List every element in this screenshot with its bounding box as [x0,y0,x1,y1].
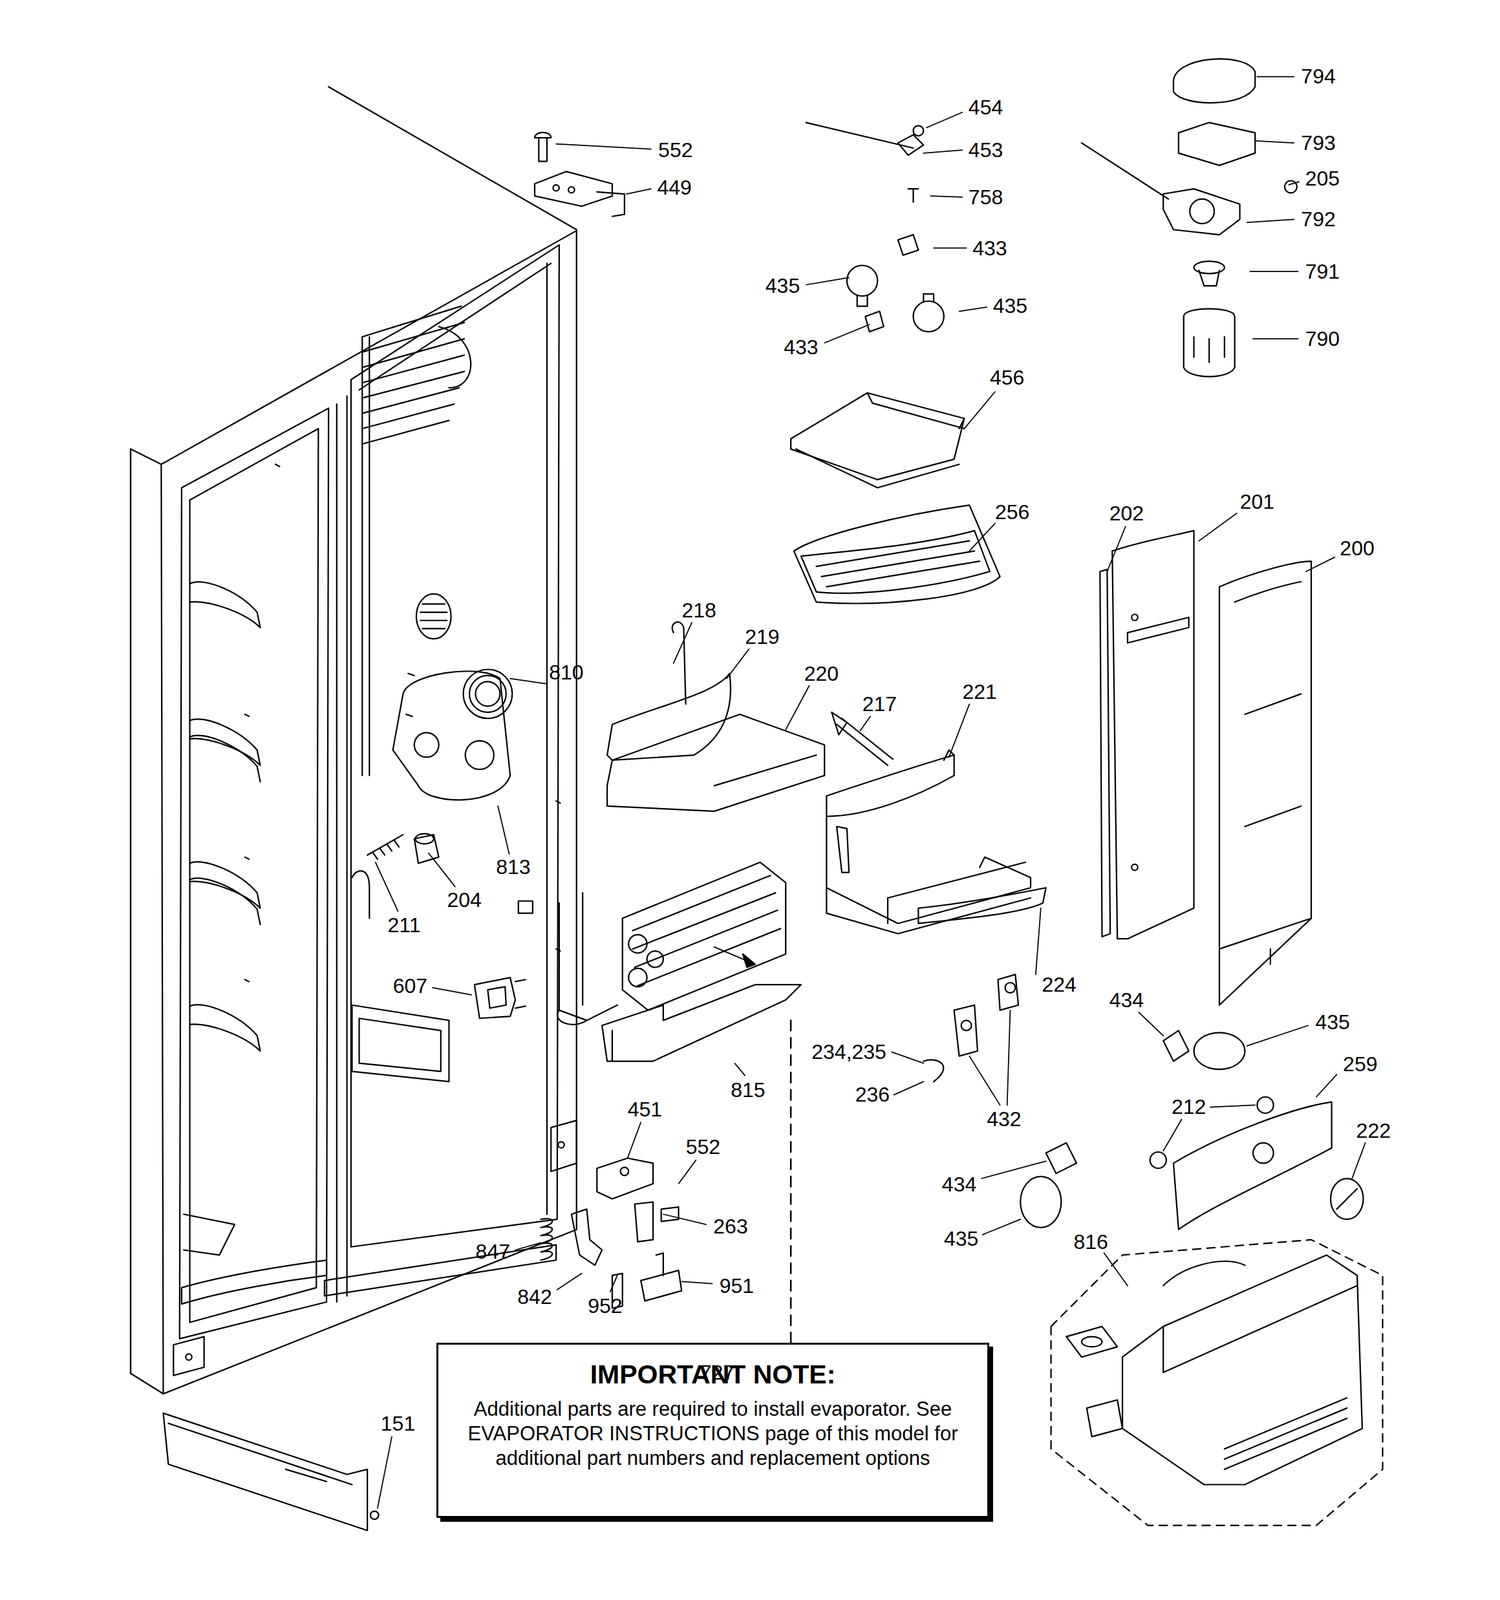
callout-number: 552 [658,139,693,161]
callout-number: 234,235 [811,1041,887,1063]
callout-number: 435 [1315,1011,1350,1033]
door-switch [474,977,526,1019]
fan-assembly [367,669,513,864]
top-hinge [534,132,652,217]
callout-number: 951 [719,1275,754,1297]
cabinet [130,86,577,1394]
light-shield [790,393,1001,604]
callout-number: 204 [446,889,482,911]
callout-number: 259 [1342,1053,1378,1075]
callout-number: 454 [968,96,1003,118]
callout-number: 217 [862,693,897,715]
callout-number: 435 [993,295,1028,317]
callout-number: 607 [393,975,428,997]
callout-number: 435 [765,275,800,297]
callout-number: 793 [1300,132,1336,154]
callout-number: 219 [744,626,780,648]
callout-number: 434 [942,1174,977,1195]
callout-number: 815 [730,1079,765,1101]
callout-number: 816 [1073,1231,1108,1253]
callout-number: 218 [681,600,716,621]
callout-number: 236 [855,1084,890,1105]
callout-number: 263 [713,1216,748,1237]
light-parts [806,122,944,333]
callout-number: 212 [1171,1096,1206,1118]
callout-number: 201 [1240,491,1275,513]
lower-light-parts [923,974,1274,1228]
callout-number: 222 [1356,1120,1391,1142]
callout-number: 433 [972,237,1007,259]
evaporator [557,862,802,1343]
callout-number: 813 [495,856,531,878]
callout-number: 256 [995,501,1030,523]
callout-number: 727 [700,1362,735,1383]
callout-number: 847 [475,1241,511,1263]
callout-number: 211 [387,914,421,936]
callout-number: 220 [804,663,839,685]
dispenser-panels [1099,530,1312,1006]
callout-number: 842 [517,1286,552,1308]
callout-number: 758 [968,186,1003,208]
callout-number: 791 [1305,261,1340,282]
water-filter [1081,58,1297,377]
callout-number: 952 [587,1295,622,1317]
callout-number: 552 [685,1136,721,1158]
callout-number: 456 [989,367,1025,388]
base-grille [163,1413,379,1531]
ice-bucket [826,750,1046,934]
callout-number: 432 [986,1108,1021,1130]
bottom-hinge [540,1157,682,1308]
callout-number: 435 [943,1228,979,1250]
callout-number: 202 [1109,503,1144,524]
ice-chute-assembly [607,621,825,812]
callout-number: 434 [1109,989,1144,1011]
callout-number: 794 [1300,65,1336,87]
callout-number: 453 [968,139,1003,161]
callout-number: 449 [657,177,692,198]
callout-number: 221 [962,681,997,703]
control-housing [1051,1240,1383,1526]
callout-number: 792 [1300,208,1336,230]
callout-number: 433 [783,336,818,358]
auger-rod [831,712,893,766]
callout-number: 810 [548,662,584,683]
leader-lines [375,76,1366,1509]
callout-number: 451 [627,1099,663,1120]
callout-number: 200 [1339,537,1374,559]
callout-number: 151 [380,1413,416,1435]
callout-number: 790 [1305,328,1340,350]
callout-number: 224 [1042,974,1077,996]
note-text: Additional parts are required to install… [456,1397,970,1471]
callout-number: 205 [1305,168,1340,189]
light-cover [1173,1102,1364,1230]
